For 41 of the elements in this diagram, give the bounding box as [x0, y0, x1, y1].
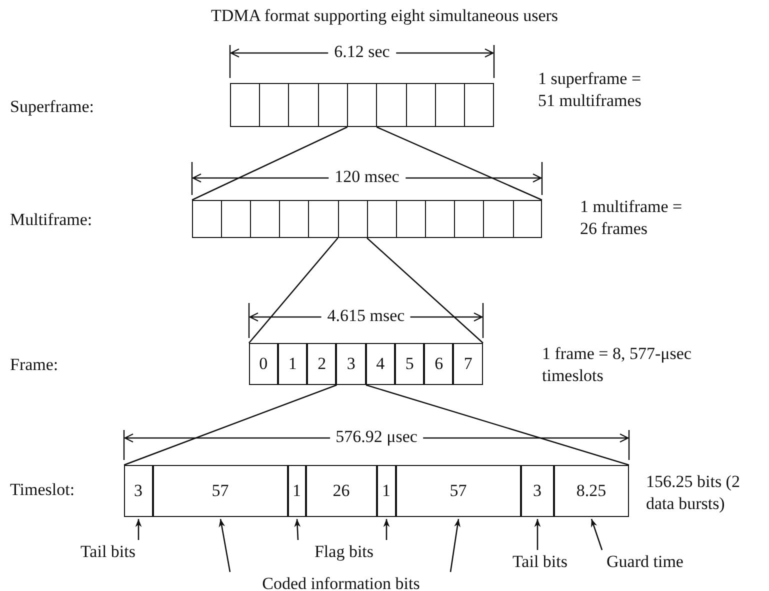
row-label: Superframe: — [10, 96, 94, 118]
leader-arrow — [590, 518, 603, 550]
row-label: Frame: — [10, 354, 58, 376]
row-label: Multiframe: — [10, 209, 92, 231]
slot-cell: 26 — [306, 464, 377, 517]
expansion-line — [376, 126, 542, 201]
slot-cell: 1 — [278, 342, 308, 385]
slot-cell: 4 — [366, 342, 395, 385]
slot-cell: 3 — [520, 464, 554, 517]
slot-cell: 6 — [424, 342, 454, 385]
callout-text: Flag bits — [294, 541, 394, 563]
description-text: 1 frame = 8, 577-μsec timeslots — [542, 343, 692, 387]
leader-arrow — [135, 519, 142, 540]
description-text: 1 multiframe = 26 frames — [580, 196, 684, 240]
leader-arrow — [450, 518, 460, 572]
expansion-line — [192, 126, 348, 201]
slot-cell: 5 — [394, 342, 424, 385]
slot-cell: 2 — [307, 342, 336, 385]
slot-cell: 3 — [336, 342, 366, 385]
leader-arrow — [383, 519, 390, 540]
leader-arrow — [534, 519, 541, 550]
slot-cell: 57 — [152, 464, 288, 517]
leader-arrow — [294, 518, 301, 540]
slot-cell: 1 — [288, 464, 306, 517]
slot-cell: 57 — [396, 464, 521, 517]
frame-bar — [192, 200, 542, 238]
callout-text: Tail bits — [500, 551, 580, 573]
description-text: 1 superframe = 51 multiframes — [538, 68, 642, 112]
diagram-title: TDMA format supporting eight simultaneous users — [210, 6, 558, 25]
expansion-line — [366, 384, 630, 466]
row-label: Timeslot: — [10, 479, 75, 501]
expansion-line — [248, 238, 338, 344]
leader-arrow — [218, 518, 231, 572]
callout-text: Coded information bits — [226, 573, 456, 591]
description-text: 156.25 bits (2 data bursts) — [646, 471, 741, 515]
slot-cell: 1 — [376, 464, 396, 517]
frame-bar — [230, 83, 494, 127]
expansion-line — [124, 384, 337, 466]
callout-text: Guard time — [598, 551, 692, 573]
expansion-line — [366, 238, 484, 344]
callout-text: Tail bits — [68, 541, 148, 563]
